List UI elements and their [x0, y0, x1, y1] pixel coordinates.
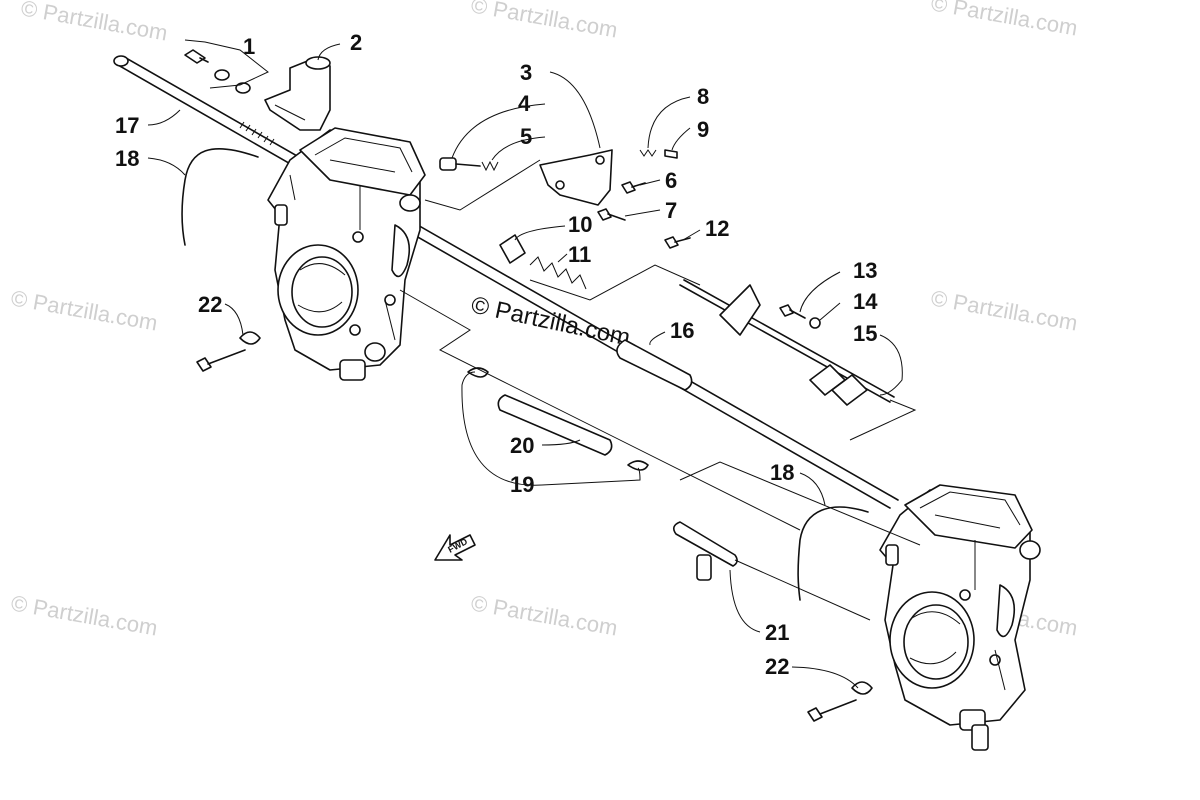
callout-21: 21 [765, 620, 789, 645]
watermark-5: © Partzilla.com [929, 285, 1079, 335]
assembly-guides [399, 159, 921, 621]
callout-4: 4 [518, 91, 531, 116]
callout-8: 8 [697, 84, 709, 109]
callout-20: 20 [510, 433, 534, 458]
callout-13: 13 [853, 258, 877, 283]
callout-10: 10 [568, 212, 592, 237]
callout-7: 7 [665, 198, 677, 223]
callout-18-left: 18 [115, 146, 139, 171]
callout-numbers: 1 2 3 4 5 6 7 8 9 10 11 12 13 14 15 16 1… [115, 30, 878, 679]
watermark-6: © Partzilla.com [9, 590, 159, 640]
callout-17: 17 [115, 113, 139, 138]
clip-screw-right [807, 681, 873, 722]
callout-22-left: 22 [198, 292, 222, 317]
watermark-1: © Partzilla.com [19, 0, 169, 46]
watermark-3: © Partzilla.com [929, 0, 1079, 41]
callout-11: 11 [568, 242, 591, 267]
spacer-spring-tube [499, 234, 693, 391]
callout-2: 2 [350, 30, 362, 55]
right-carburetor [879, 484, 1041, 751]
watermark-4: © Partzilla.com [9, 285, 159, 335]
vent-hose-right [797, 506, 869, 601]
throttle-bracket-assembly [439, 149, 678, 221]
callout-5: 5 [520, 124, 532, 149]
callout-14: 14 [853, 289, 878, 314]
vent-hose-left [181, 148, 259, 246]
forward-direction-arrow: FWD [434, 534, 476, 561]
mounting-rod [113, 55, 899, 509]
callout-19: 19 [510, 472, 534, 497]
callout-15: 15 [853, 321, 877, 346]
watermark-7: © Partzilla.com [469, 590, 619, 640]
clip-screw-left [196, 331, 261, 372]
leader-lines [147, 39, 903, 689]
callout-16: 16 [670, 318, 694, 343]
callout-22-right: 22 [765, 654, 789, 679]
watermark-2: © Partzilla.com [469, 0, 619, 43]
callout-12: 12 [705, 216, 729, 241]
callout-18-right: 18 [770, 460, 794, 485]
callout-1: 1 [243, 34, 255, 59]
callout-9: 9 [697, 117, 709, 142]
balance-tube-assembly [467, 367, 738, 581]
throttle-shaft-assembly [664, 236, 895, 406]
left-carburetor [267, 127, 426, 381]
cable-guide-part-2 [264, 56, 331, 131]
callout-6: 6 [665, 168, 677, 193]
screw-part-1 [184, 49, 251, 94]
callout-3: 3 [520, 60, 532, 85]
